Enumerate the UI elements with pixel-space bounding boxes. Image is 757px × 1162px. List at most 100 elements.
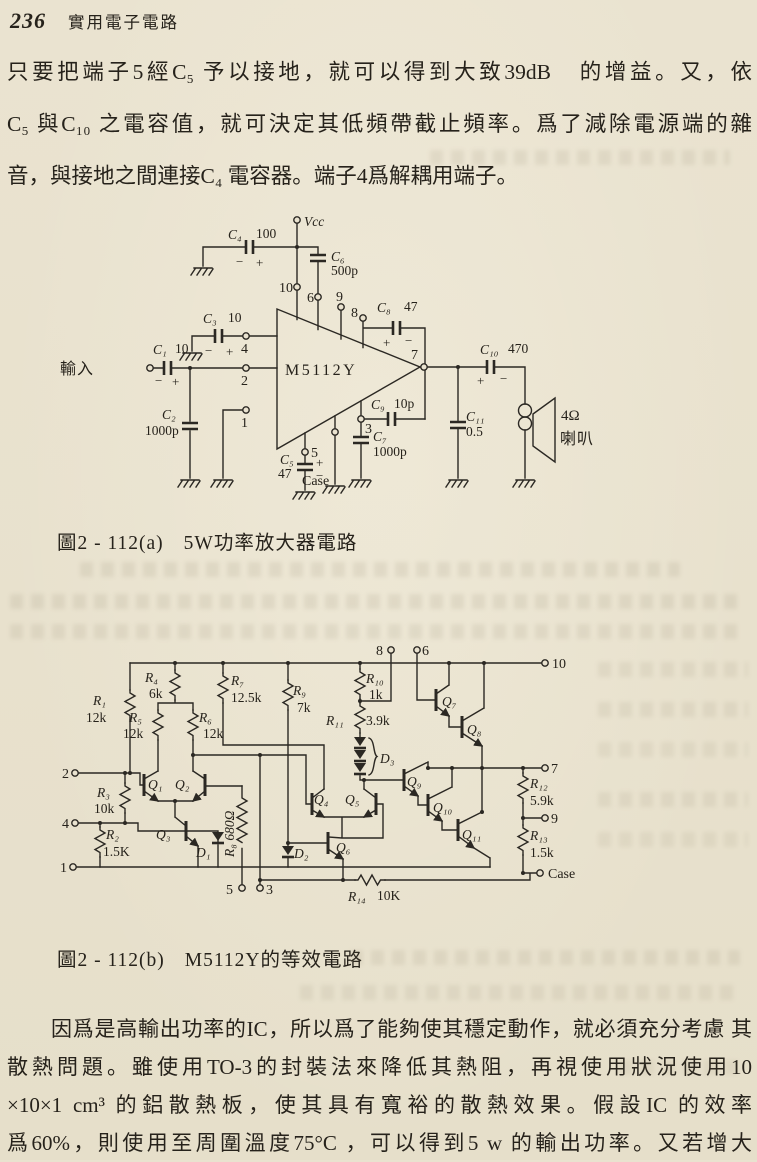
paragraph-top-line: C₅ 與C₁₀ 之電容值，就可決定其低頻帶截止頻率。爲了減除電源端的雜 — [7, 112, 752, 136]
label-q2: Q₂ — [175, 777, 190, 792]
input-label: 輸入 — [60, 360, 94, 378]
value-r13: 1.5k — [530, 845, 554, 860]
label-q9: Q₉ — [407, 774, 422, 789]
case-label: Case — [302, 474, 329, 489]
junction-dots — [98, 661, 525, 882]
bleed-through — [598, 792, 748, 807]
value-c7: 1000p — [373, 444, 407, 459]
label-c5: C₅ — [280, 452, 294, 467]
label-c11: C₁₁ — [466, 409, 484, 424]
label-q10: Q₁₀ — [433, 800, 452, 815]
terminal-9: 9 — [551, 812, 558, 827]
bleed-through — [598, 702, 748, 717]
label-q8: Q₈ — [467, 722, 482, 737]
label-c6: C₆ — [331, 249, 345, 264]
value-c1: 10 — [175, 341, 189, 356]
figure-a-title: 5W功率放大器電路 — [183, 533, 358, 554]
label-vcc: Vcc — [304, 214, 324, 229]
value-r2: 1.5K — [103, 844, 130, 859]
bleed-through — [598, 662, 748, 677]
value-r4: 6k — [149, 686, 163, 701]
terminal-10: 10 — [552, 657, 566, 672]
terminals — [69, 646, 549, 892]
plus-sign: + — [383, 335, 390, 350]
label-r5: R₅ — [128, 710, 142, 725]
page-number: 236 — [10, 8, 46, 33]
ic-name: M5112Y — [285, 362, 357, 379]
label-r12: R₁₂ — [529, 776, 548, 791]
bleed-through — [598, 742, 748, 757]
value-r10: 1k — [369, 687, 383, 702]
wires — [152, 222, 526, 491]
pin-9: 9 — [336, 290, 343, 305]
label-c4: C₄ — [228, 227, 242, 242]
plus-sign: + — [226, 344, 233, 359]
label-q3: Q₃ — [156, 827, 171, 842]
value-c3: 10 — [228, 310, 242, 325]
plus-sign: + — [316, 455, 323, 470]
bleed-through — [10, 624, 740, 639]
value-c4: 100 — [256, 226, 277, 241]
pin-7: 7 — [411, 348, 418, 363]
capacitor-plates — [162, 240, 496, 472]
value-c2: 1000p — [145, 423, 179, 438]
plus-sign: + — [256, 255, 263, 270]
plus-sign: + — [477, 373, 484, 388]
label-c9: C₉ — [371, 397, 385, 412]
label-r8: R₈ 680Ω — [222, 810, 237, 858]
terminal-6: 6 — [422, 644, 429, 659]
label-r1: R₁ — [92, 693, 106, 708]
figure-b-title: M5112Y的等效電路 — [184, 950, 363, 971]
pin-5: 5 — [311, 446, 318, 461]
figure-a-labels: 輸入 C₁ 10 − + C₂ 1000p C₃ 10 − + C₄ 100 −… — [60, 214, 594, 489]
label-q11: Q₁₁ — [462, 827, 481, 842]
pin-4: 4 — [241, 342, 248, 357]
label-r6: R₆ — [198, 710, 212, 725]
opamp-triangle — [276, 307, 422, 451]
terminal-7: 7 — [551, 762, 558, 777]
value-r6: 12k — [203, 726, 224, 741]
value-r3: 10k — [94, 801, 115, 816]
speaker-icon — [517, 396, 556, 464]
label-q5: Q₅ — [345, 792, 360, 807]
minus-sign: − — [205, 343, 212, 358]
label-c8: C₈ — [377, 300, 391, 315]
value-c10: 470 — [508, 341, 529, 356]
label-q1: Q₁ — [148, 777, 162, 792]
label-r4: R₄ — [144, 670, 158, 685]
terminals — [146, 216, 428, 456]
label-c3: C₃ — [203, 311, 217, 326]
minus-sign: − — [405, 333, 412, 348]
label-q4: Q₄ — [314, 792, 329, 807]
paragraph-bottom-line: 爲60%，則使用至周圍溫度75°C ，可以得到5 w 的輸出功率。又若增大 — [7, 1131, 752, 1155]
label-r13: R₁₃ — [529, 828, 548, 843]
value-c5: 47 — [278, 466, 292, 481]
label-d1: D₁ — [195, 845, 210, 860]
label-c7: C₇ — [373, 429, 387, 444]
paragraph-top: 只要把端子5經C₅ 予以接地，就可以得到大致39dB 的增益。又，依 C₅ 與C… — [7, 46, 752, 202]
label-c1: C₁ — [153, 342, 167, 357]
value-c11: 0.5 — [466, 424, 483, 439]
value-c9: 10p — [394, 396, 415, 411]
paragraph-bottom-line: 因爲是高輸出功率的IC，所以爲了能夠使其穩定動作，就必須充分考慮 其 — [51, 1017, 752, 1041]
pin-6: 6 — [307, 291, 314, 306]
value-r11: 3.9k — [366, 713, 390, 728]
pin-3: 3 — [365, 422, 372, 437]
page-header: 236 實用電子電路 — [10, 8, 179, 34]
paragraph-top-line: 只要把端子5經C₅ 予以接地，就可以得到大致39dB 的增益。又，依 — [7, 60, 752, 84]
speaker-label: 喇叭 — [560, 430, 594, 448]
label-r3: R₃ — [96, 785, 110, 800]
value-r14: 10K — [377, 888, 401, 903]
value-c8: 47 — [404, 299, 418, 314]
book-title: 實用電子電路 — [68, 13, 179, 32]
terminal-case: Case — [548, 867, 575, 882]
label-r7: R₇ — [230, 673, 244, 688]
figure-a-number: 圖2 - 112(a) — [57, 533, 164, 554]
bleed-through — [598, 832, 748, 847]
value-r1: 12k — [86, 710, 107, 725]
label-d2: D₂ — [293, 846, 309, 861]
figure-b-caption: 圖2 - 112(b)M5112Y的等效電路 — [57, 943, 363, 972]
figure-b-labels: 2 4 1 8 6 10 7 9 Case 5 3 R₁ 12k R₃ 10k … — [60, 644, 575, 904]
value-c6: 500p — [331, 263, 358, 278]
